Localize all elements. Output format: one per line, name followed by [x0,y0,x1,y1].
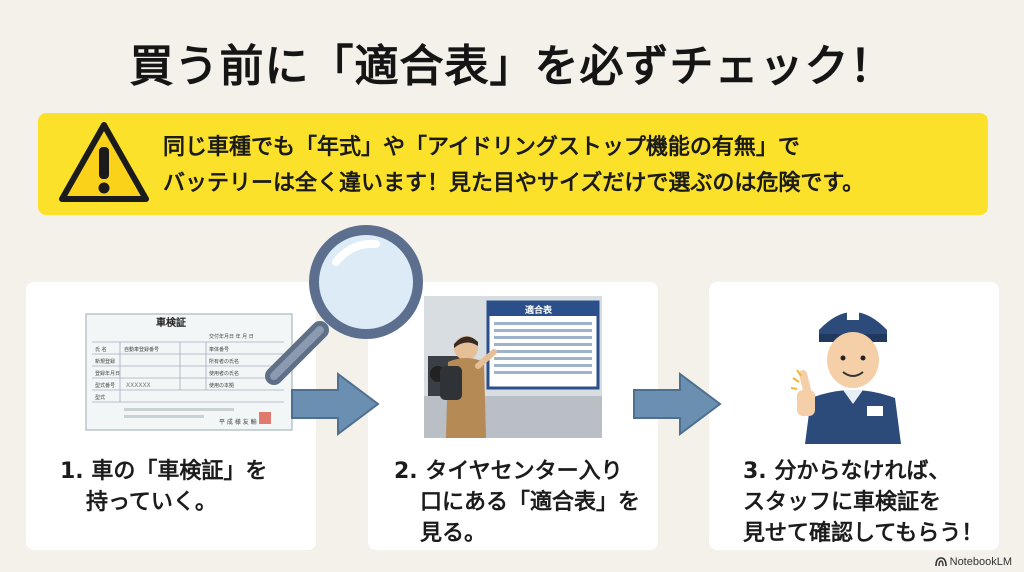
magnifying-glass-icon [265,225,423,385]
step-card-1: 車検証 交付年月日 年 月 日 氏 名 新規登録 登録年月日 型式番号 型式 自… [26,282,316,550]
arrow-right-icon [291,372,380,436]
warning-line-1: 同じ車種でも「年式」や「アイドリングストップ機能の有無」で [163,135,800,160]
step-2-line-3: 見る。 [420,521,487,546]
cert-row-2: 所有者の氏名 [209,358,239,365]
step-2-line-2: 口にある「適合表」を [420,490,641,515]
step-3-line-2: スタッフに車検証を [743,490,942,515]
arrow-right-icon [633,372,722,436]
cert-label-1: 新規登録 [95,358,115,365]
cert-label-2: 登録年月日 [95,370,120,377]
staff-illustration [790,312,901,444]
footer-brand: NotebookLM [934,556,1012,568]
footer-brand-label: NotebookLM [949,556,1012,568]
notebooklm-logo-icon [934,557,947,567]
certificate-date: 交付年月日 年 月 日 [209,333,254,340]
cert-row-0: 自動車登録番号 [124,346,159,353]
page-title: 買う前に「適合表」を必ずチェック！ [129,41,895,92]
cert-label-4: 型式 [95,394,105,401]
cert-label-3: 型式番号 [95,382,115,389]
step-card-3: 3. 分からなければ、 スタッフに車検証を 見せて確認してもらう！ [709,282,999,550]
step-1-line-2: 持っていく。 [86,490,217,515]
red-seal-stamp [259,412,271,424]
cert-row-3: 使用者の氏名 [209,370,239,377]
cert-row-4: 使用の本拠 [209,382,234,389]
vehicle-certificate-illustration: 車検証 交付年月日 年 月 日 氏 名 新規登録 登録年月日 型式番号 型式 自… [85,313,293,431]
warning-line-2: バッテリーは全く違います！見た目やサイズだけで選ぶのは危険です。 [163,171,865,196]
tire-center-illustration: 適合表 [424,296,602,438]
step-3-line-1: 3. 分からなければ、 [743,459,951,484]
cert-stamp-text: 平 成 様 友 輸 [219,418,257,426]
cert-label-0: 氏 名 [95,346,107,353]
warning-banner: 同じ車種でも「年式」や「アイドリングストップ機能の有無」で バッテリーは全く違い… [38,113,988,215]
step-2-line-1: 2. タイヤセンター入り [394,459,623,484]
warning-icon [59,122,149,202]
board-title: 適合表 [525,304,553,316]
step-3-line-3: 見せて確認してもらう！ [743,521,984,546]
cert-masked-value: XXXXXX [126,382,151,389]
step-card-2: 適合表 2. タイヤセンター入り 口にある「適合表」を 見る。 [368,282,658,550]
cert-row-1: 車体番号 [209,346,229,353]
step-1-line-1: 1. 車の「車検証」を [60,459,268,484]
certificate-header: 車検証 [156,316,186,329]
